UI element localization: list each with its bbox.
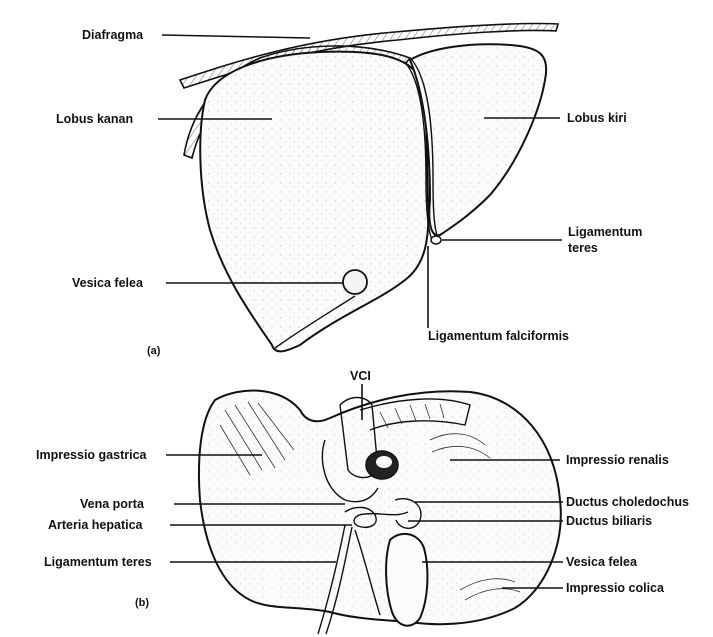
label-ductus-biliaris: Ductus biliaris [566,514,652,528]
label-diafragma: Diafragma [82,28,144,42]
label-vci: VCI [350,369,371,383]
ligamentum-teres-end [431,236,441,244]
panel-b-tag: (b) [135,597,149,609]
label-vesica-felea-a: Vesica felea [72,276,144,290]
label-ligamentum-falciformis: Ligamentum falciformis [428,329,569,343]
label-impressio-renalis: Impressio renalis [566,453,669,467]
vena-cava-lumen [376,456,392,468]
panel-a-tag: (a) [147,345,161,357]
label-arteria-hepatica: Arteria hepatica [48,518,144,532]
panel-b: VCI Impressio gastrica Impressio renalis… [36,369,689,634]
label-lobus-kanan: Lobus kanan [56,112,133,126]
gallbladder-a [343,270,367,294]
label-vesica-felea-b: Vesica felea [566,555,638,569]
label-ligamentum-teres-line2: teres [568,241,598,255]
label-lobus-kiri: Lobus kiri [567,111,627,125]
gallbladder-b [386,534,427,626]
label-impressio-colica: Impressio colica [566,581,665,595]
leader-diafragma [162,35,310,38]
label-vena-porta: Vena porta [80,497,145,511]
label-ligamentum-teres-line1: Ligamentum [568,225,642,239]
right-lobe-stipple [200,52,428,352]
panel-a: Diafragma Lobus kanan Lobus kiri Ligamen… [56,23,642,357]
label-ligamentum-teres-b: Ligamentum teres [44,555,152,569]
label-ductus-choledochus: Ductus choledochus [566,495,689,509]
label-impressio-gastrica: Impressio gastrica [36,448,148,462]
